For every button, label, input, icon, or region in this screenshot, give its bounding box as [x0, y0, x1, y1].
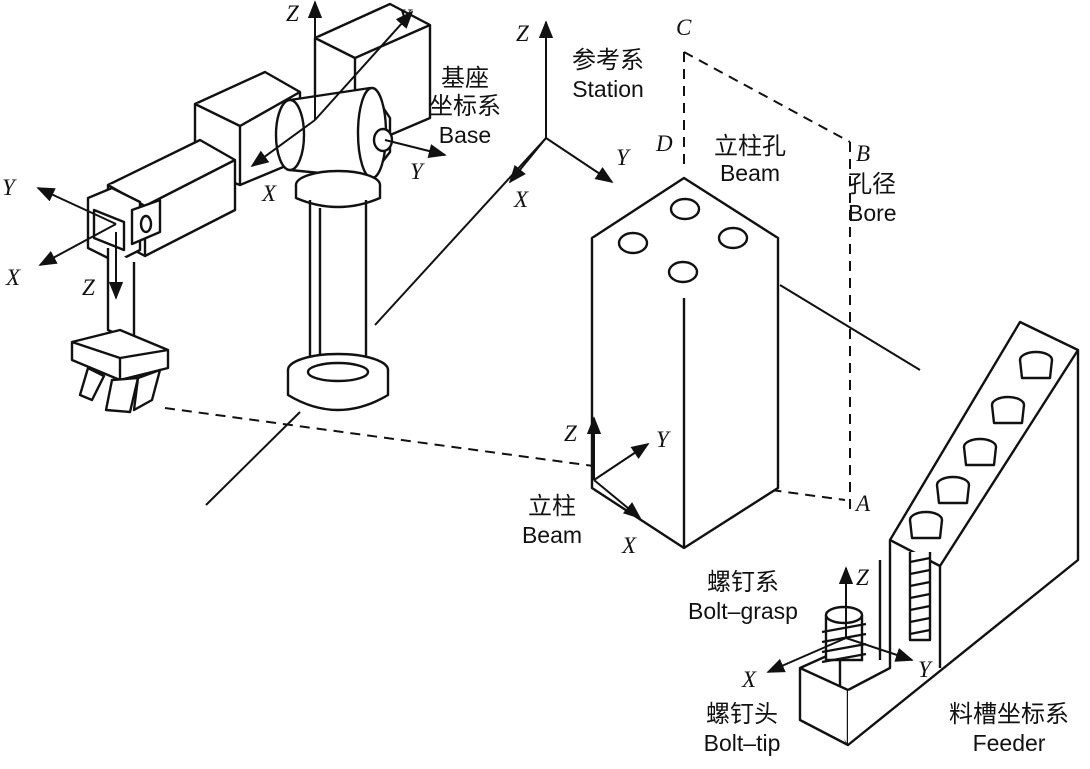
point-label-a: A	[856, 491, 871, 516]
point-label-d: D	[656, 131, 673, 156]
bolt-tip-frame-label: 螺钉头 Bolt–tip	[682, 702, 802, 755]
axis-label-z: Z	[516, 21, 529, 46]
beam-hole-frame-label: 立柱孔 Beam	[700, 134, 800, 185]
bore-frame-zh: 孔径	[848, 170, 896, 198]
station-frame-en: Station	[572, 76, 644, 102]
axis-label-y: Y	[2, 175, 15, 200]
point-label-b: B	[856, 141, 871, 166]
beam-frame-label: 立柱 Beam	[510, 494, 594, 547]
feeder	[798, 320, 1080, 747]
base-frame-en: Base	[438, 122, 492, 148]
beam-pillar	[590, 176, 780, 550]
axis-label-y: Y	[616, 145, 629, 170]
axis-label-y: Y	[656, 427, 669, 452]
robot-arm	[70, 2, 432, 414]
axis-label-y: Y	[918, 657, 931, 682]
bolt-tip-frame-en: Bolt–tip	[703, 730, 781, 756]
base-frame-zh-line1: 基座	[441, 64, 489, 92]
axis-label-z: Z	[856, 565, 869, 590]
bolt-grasp-frame-label: 螺钉系 Bolt–grasp	[668, 570, 818, 623]
bolt-grasp-frame-zh: 螺钉系	[707, 568, 779, 596]
axis-label-z: Z	[564, 421, 577, 446]
bolt-grasp-frame-en: Bolt–grasp	[688, 598, 798, 624]
dashed-reference-lines	[164, 51, 851, 510]
beam-hole-frame-en: Beam	[719, 160, 781, 186]
bolt-tip-frame-zh: 螺钉头	[706, 700, 778, 728]
beam-hole-frame-zh: 立柱孔	[714, 132, 786, 160]
beam-frame-en: Beam	[521, 522, 583, 548]
base-frame-zh-line2: 坐标系	[429, 92, 501, 120]
bore-frame-label: 孔径 Bore	[848, 172, 918, 225]
axis-label-y: Y	[398, 5, 411, 30]
base-frame-label: 基座 坐标系 Base	[410, 66, 520, 147]
station-frame-label: 参考系 Station	[558, 48, 658, 101]
axis-label-x: X	[262, 181, 277, 206]
axis-label-x: X	[742, 667, 757, 692]
axis-label-z: Z	[82, 275, 95, 300]
axis-label-x: X	[6, 265, 21, 290]
station-frame-zh: 参考系	[572, 46, 644, 74]
beam-frame-zh: 立柱	[528, 492, 576, 520]
feeder-frame-en: Feeder	[972, 730, 1046, 756]
axis-label-y: Y	[410, 159, 423, 184]
bore-frame-en: Bore	[848, 200, 897, 226]
point-label-c: C	[676, 15, 692, 40]
feeder-frame-label: 料槽坐标系 Feeder	[930, 702, 1088, 755]
bolt	[821, 605, 867, 664]
axis-arrows	[36, 0, 914, 673]
feeder-frame-zh: 料槽坐标系	[949, 700, 1069, 728]
axis-label-z: Z	[286, 1, 299, 26]
axis-label-x: X	[514, 187, 529, 212]
axis-label-x: X	[622, 533, 637, 558]
